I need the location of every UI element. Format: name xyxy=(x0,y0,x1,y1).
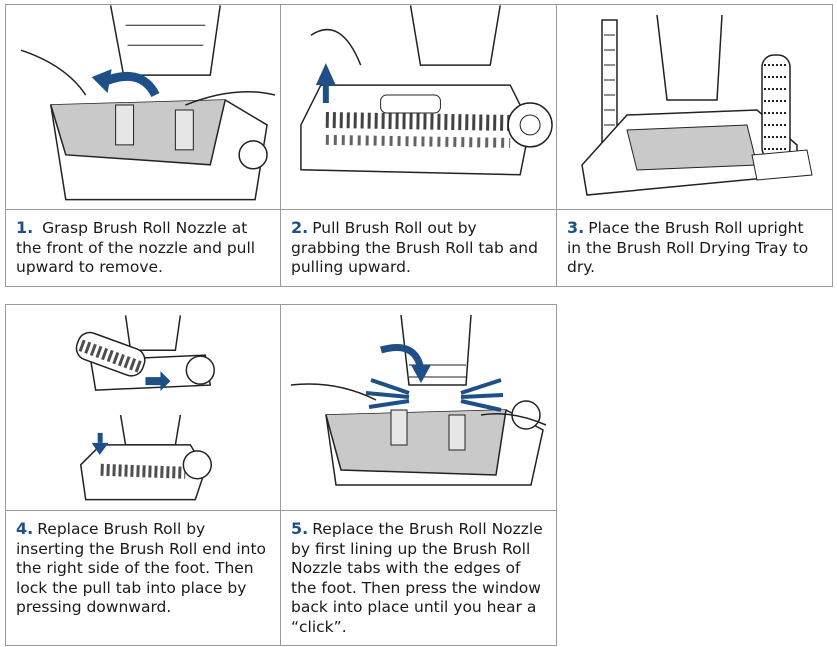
step-2-number: 2. xyxy=(291,218,309,237)
step-5-text: Replace the Brush Roll Nozzle by first l… xyxy=(291,520,543,636)
step-3-text: Place the Brush Roll upright in the Brus… xyxy=(567,219,809,276)
step-2-illustration xyxy=(281,5,556,210)
step-4-illustration xyxy=(6,305,280,511)
step-3-illustration xyxy=(557,5,832,210)
drying-tray-drawing xyxy=(581,14,813,196)
step-2-caption: 2.Pull Brush Roll out by grabbing the Br… xyxy=(281,210,556,278)
brush-roll-insert-drawing xyxy=(75,315,215,501)
step-1-number: 1. xyxy=(16,218,34,237)
step-5-panel: 5.Replace the Brush Roll Nozzle by first… xyxy=(281,305,556,645)
steps-row-2: 4.Replace Brush Roll by inserting the Br… xyxy=(5,304,557,646)
step-1-panel: 1. Grasp Brush Roll Nozzle at the front … xyxy=(6,5,281,286)
step-5-illustration xyxy=(281,305,556,511)
step-5-caption: 5.Replace the Brush Roll Nozzle by first… xyxy=(281,511,556,637)
step-2-text: Pull Brush Roll out by grabbing the Brus… xyxy=(291,219,538,276)
step-3-number: 3. xyxy=(567,218,585,237)
step-1-illustration xyxy=(6,5,280,210)
step-3-caption: 3.Place the Brush Roll upright in the Br… xyxy=(557,210,832,278)
step-5-number: 5. xyxy=(291,519,309,538)
steps-row-1: 1. Grasp Brush Roll Nozzle at the front … xyxy=(5,4,833,287)
step-4-text: Replace Brush Roll by inserting the Brus… xyxy=(16,520,267,616)
step-3-panel: 3.Place the Brush Roll upright in the Br… xyxy=(557,5,832,286)
step-4-number: 4. xyxy=(16,519,34,538)
nozzle-removal-drawing xyxy=(20,5,276,201)
step-2-panel: 2.Pull Brush Roll out by grabbing the Br… xyxy=(281,5,557,286)
step-1-caption: 1. Grasp Brush Roll Nozzle at the front … xyxy=(6,210,280,278)
step-1-text: Grasp Brush Roll Nozzle at the front of … xyxy=(16,219,256,276)
brush-roll-pull-drawing xyxy=(300,5,553,176)
step-4-caption: 4.Replace Brush Roll by inserting the Br… xyxy=(6,511,280,618)
nozzle-replace-drawing xyxy=(290,314,547,486)
step-4-panel: 4.Replace Brush Roll by inserting the Br… xyxy=(6,305,281,645)
